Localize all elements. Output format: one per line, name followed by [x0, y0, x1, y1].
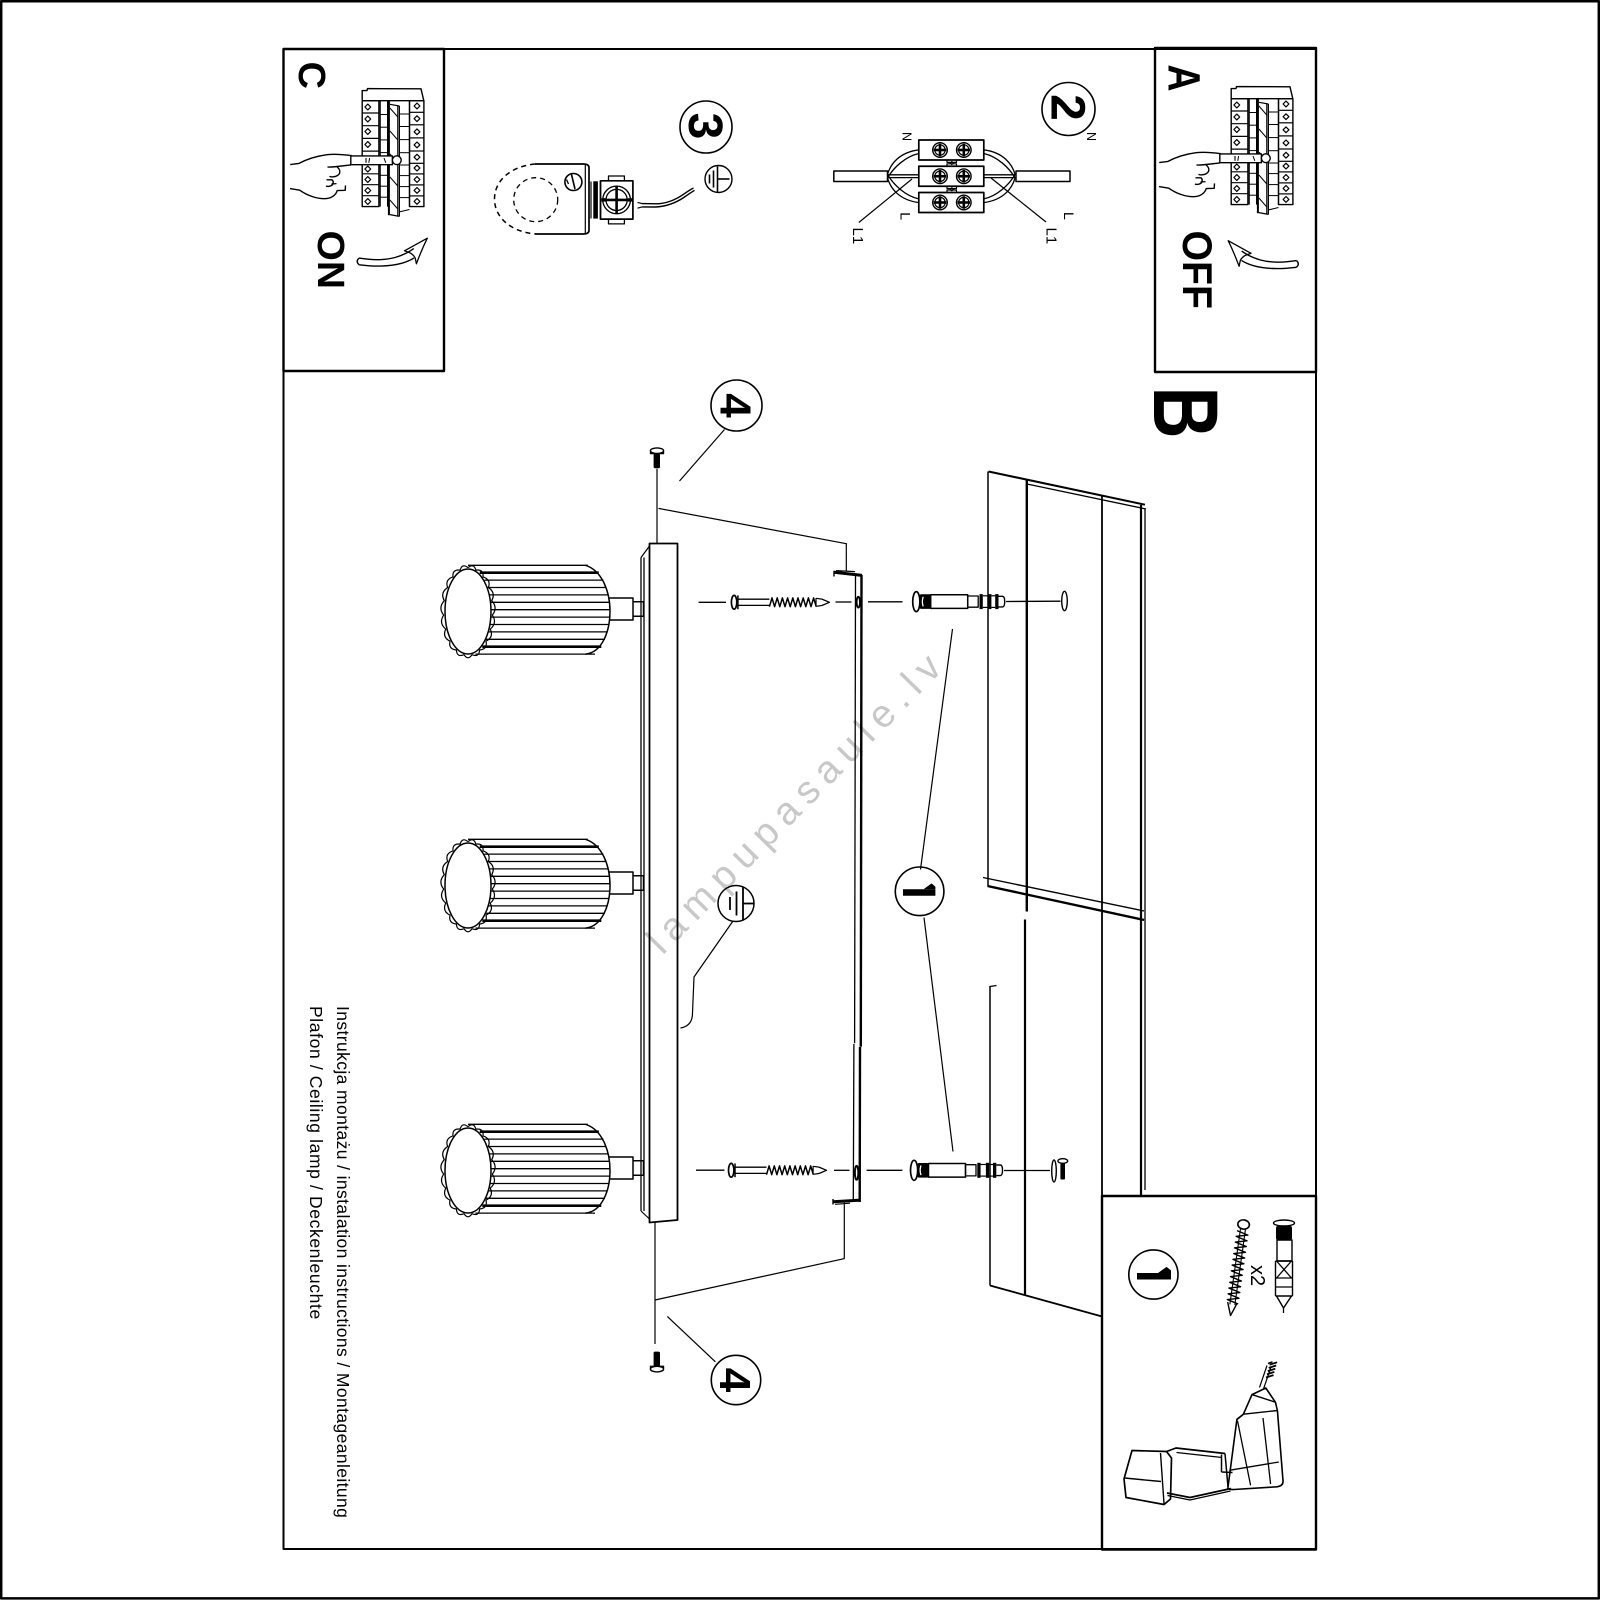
svg-text:4: 4	[710, 1368, 759, 1393]
svg-text:3: 3	[678, 113, 731, 140]
svg-text:L: L	[897, 212, 913, 220]
svg-text:C: C	[290, 62, 332, 89]
svg-text:L: L	[1061, 212, 1077, 220]
svg-text:2: 2	[1040, 94, 1093, 121]
svg-text:ON: ON	[309, 231, 351, 290]
svg-text:Plafon / Ceiling lamp / Decken: Plafon / Ceiling lamp / Deckenleuchte	[306, 1006, 326, 1320]
svg-text:4: 4	[711, 393, 760, 418]
svg-text:N: N	[900, 132, 914, 141]
svg-text:x2: x2	[1246, 1265, 1268, 1286]
svg-text:OFF: OFF	[1174, 231, 1221, 310]
svg-text:N: N	[1084, 132, 1098, 141]
svg-text:L1: L1	[849, 228, 866, 245]
svg-text:Instrukcja montażu / instalati: Instrukcja montażu / instalation instruc…	[333, 1006, 353, 1518]
svg-text:L1: L1	[1043, 228, 1060, 245]
svg-text:B: B	[1134, 387, 1236, 439]
svg-text:A: A	[1159, 65, 1210, 92]
